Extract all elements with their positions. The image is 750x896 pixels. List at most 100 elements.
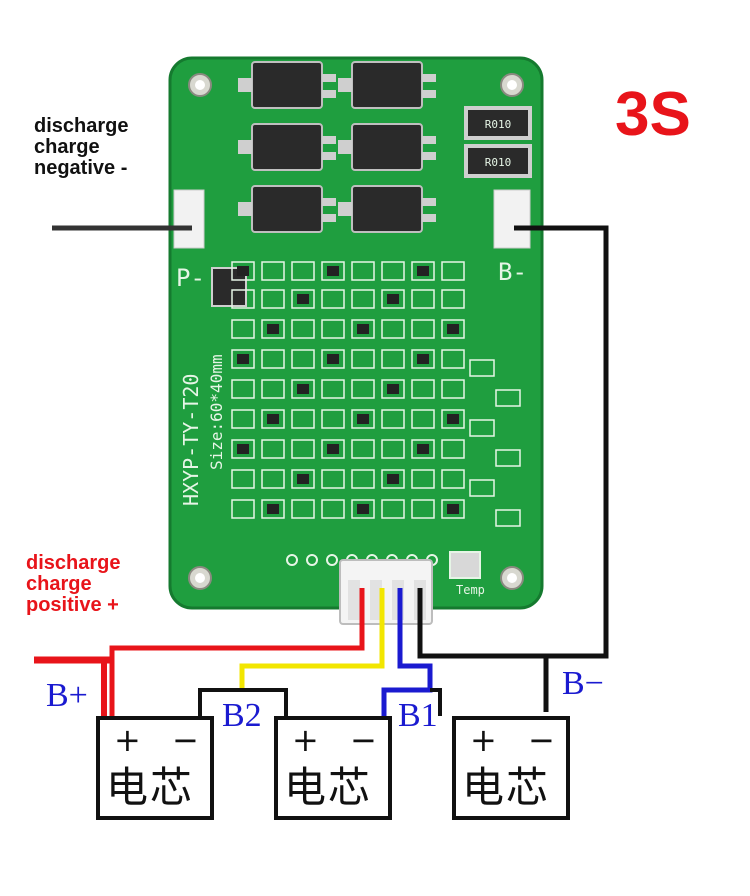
cell-name: 电芯 (106, 763, 195, 812)
smd-chip (387, 384, 399, 394)
smd-footprint (261, 469, 285, 489)
smd-chip (237, 444, 249, 454)
cell-positive-sign: + (292, 721, 319, 759)
label-line: charge (26, 573, 92, 595)
smd-footprint (441, 319, 465, 339)
cell-name: 电芯 (284, 763, 373, 812)
smd-footprint (231, 439, 255, 459)
smd-footprint (441, 349, 465, 369)
smd-footprint (261, 499, 285, 519)
temp-label: Temp (456, 583, 485, 597)
pad-b-minus (493, 189, 531, 249)
label-line: negative - (34, 157, 128, 179)
resistor-label: R010 (485, 118, 512, 131)
smd-chip (417, 266, 429, 276)
pad-p-minus (173, 189, 205, 249)
terminal-b2-label: B2 (222, 697, 262, 734)
pad-p-label: P- (176, 264, 205, 292)
smd-footprint (411, 379, 435, 399)
board-model-label: HXYP-TY-T20 (179, 374, 203, 506)
smd-footprint (291, 261, 315, 281)
smd-footprint (291, 349, 315, 369)
smd-footprint (291, 379, 315, 399)
label-line: discharge (26, 552, 121, 574)
smd-footprint (469, 359, 495, 377)
smd-chip (387, 474, 399, 484)
smd-footprint (321, 469, 345, 489)
smd-footprint (291, 289, 315, 309)
smd-footprint (321, 289, 345, 309)
smd-footprint (291, 439, 315, 459)
smd-footprint (441, 379, 465, 399)
smd-footprint (469, 419, 495, 437)
smd-footprint (411, 409, 435, 429)
mosfet-array (251, 61, 423, 233)
smd-footprint (351, 439, 375, 459)
smd-footprint (321, 409, 345, 429)
smd-footprint (231, 261, 255, 281)
smd-footprint (351, 469, 375, 489)
smd-footprint (381, 379, 405, 399)
smd-chip (327, 354, 339, 364)
resistor-label: R010 (485, 156, 512, 169)
wire-yellow-b2 (239, 588, 385, 690)
wire-b-minus (514, 225, 609, 712)
smd-chip (327, 266, 339, 276)
battery-cell-1: + − 电芯 (96, 716, 214, 820)
smd-chip (387, 294, 399, 304)
smd-footprint (495, 389, 521, 407)
smd-component-grid (231, 261, 521, 527)
smd-chip (357, 324, 369, 334)
cell-positive-sign: + (114, 721, 141, 759)
smd-chip (327, 444, 339, 454)
smd-footprint (231, 289, 255, 309)
pcb-board: R010 R010 P- B- HXYP-TY-T20 Size:60*40mm (168, 56, 544, 625)
smd-footprint (231, 319, 255, 339)
smd-footprint (231, 379, 255, 399)
smd-footprint (231, 349, 255, 369)
wire-black-balance (417, 588, 548, 659)
negative-terminal-label: discharge charge negative - (34, 116, 128, 179)
smd-footprint (351, 319, 375, 339)
smd-footprint (411, 349, 435, 369)
smd-chip (237, 266, 249, 276)
board-size-label: Size:60*40mm (207, 354, 226, 470)
smd-footprint (381, 349, 405, 369)
smd-chip (357, 504, 369, 514)
smd-footprint (441, 409, 465, 429)
label-line: charge (34, 136, 100, 158)
smd-footprint (321, 499, 345, 519)
smd-footprint (321, 349, 345, 369)
smd-footprint (495, 449, 521, 467)
wire-b1-bridge (430, 688, 442, 716)
wiring (34, 225, 609, 716)
smd-chip (417, 354, 429, 364)
smd-footprint (351, 289, 375, 309)
series-count-badge: 3S (615, 80, 691, 149)
smd-footprint (411, 289, 435, 309)
smd-footprint (381, 469, 405, 489)
smd-chip (447, 414, 459, 424)
terminal-b1-label: B1 (398, 697, 438, 734)
smd-footprint (469, 479, 495, 497)
smd-footprint (441, 469, 465, 489)
smd-footprint (411, 439, 435, 459)
smd-footprint (351, 499, 375, 519)
smd-footprint (441, 499, 465, 519)
smd-footprint (495, 509, 521, 527)
smd-chip (417, 444, 429, 454)
smd-footprint (381, 261, 405, 281)
smd-footprint (321, 439, 345, 459)
smd-footprint (231, 409, 255, 429)
wire-blue-b1 (381, 588, 433, 716)
smd-footprint (231, 499, 255, 519)
smd-footprint (291, 409, 315, 429)
smd-chip (297, 474, 309, 484)
smd-footprint (321, 379, 345, 399)
smd-footprint (291, 469, 315, 489)
smd-footprint (261, 289, 285, 309)
smd-footprint (411, 261, 435, 281)
smd-footprint (381, 499, 405, 519)
smd-chip (447, 504, 459, 514)
wire-red-bplus (109, 588, 365, 716)
